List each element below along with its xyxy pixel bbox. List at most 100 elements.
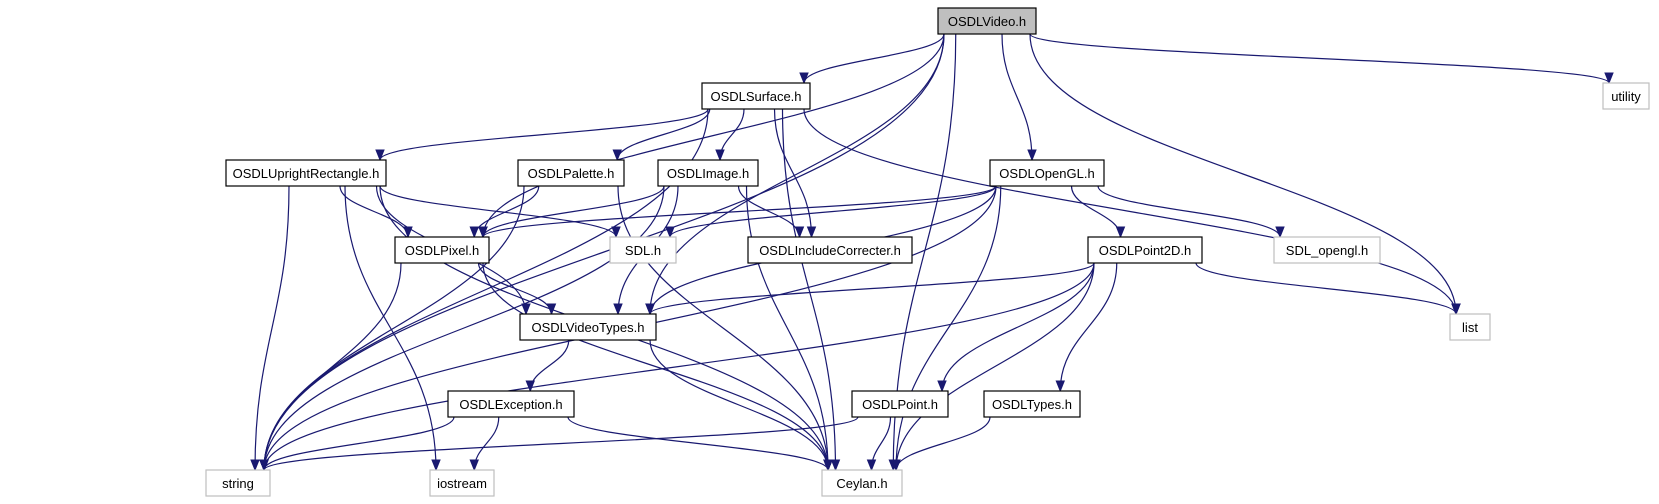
node-osdlvideo[interactable]: OSDLVideo.h	[937, 7, 1037, 35]
edge-osdlvideo-to-osdlsurface	[803, 33, 945, 84]
arrowhead-osdluprightrectangle-to-sdl	[611, 226, 621, 239]
node-osdlpixel[interactable]: OSDLPixel.h	[394, 236, 490, 264]
node-label: OSDLImage.h	[667, 166, 749, 181]
node-box	[447, 390, 575, 418]
node-label: Ceylan.h	[836, 476, 887, 491]
node-box	[701, 82, 811, 110]
node-osdlsurface[interactable]: OSDLSurface.h	[701, 82, 811, 110]
node-osdlopengl[interactable]: OSDLOpenGL.h	[989, 159, 1105, 187]
node-osdltypes[interactable]: OSDLTypes.h	[983, 390, 1081, 418]
edge-osdlsurface-to-list	[803, 108, 1457, 315]
edge-osdlvideo-to-list	[1029, 33, 1457, 315]
node-box	[821, 469, 903, 497]
node-label: SDL.h	[625, 243, 661, 258]
edge-osdlopengl-to-osdlpixel	[482, 185, 997, 238]
node-label: OSDLPixel.h	[405, 243, 479, 258]
edge-osdlpoint2d-to-string	[263, 262, 1095, 471]
node-box	[851, 390, 949, 418]
node-label: SDL_opengl.h	[1286, 243, 1368, 258]
edge-osdlvideo-to-string	[263, 33, 945, 471]
arrowhead-osdlsurface-to-ceylan	[830, 459, 841, 472]
node-box	[225, 159, 387, 187]
node-osdlvideotypes[interactable]: OSDLVideoTypes.h	[519, 313, 657, 341]
edge-osdlopengl-to-osdlpoint2d	[1070, 185, 1122, 238]
node-label: OSDLPoint2D.h	[1099, 243, 1192, 258]
node-ceylan: Ceylan.h	[821, 469, 903, 497]
arrowhead-osdlpoint-to-ceylan	[866, 459, 877, 472]
arrowhead-osdlsurface-to-osdlimage	[715, 149, 725, 162]
arrowhead-osdlvideo-to-osdlopengl	[1027, 149, 1037, 162]
edge-osdluprightrectangle-to-sdl	[379, 185, 617, 238]
edge-osdlvideo-to-osdlpixel	[482, 33, 945, 238]
arrowhead-osdlpoint2d-to-list	[1451, 303, 1461, 316]
arrowhead-osdluprightrectangle-to-iostream	[431, 459, 441, 472]
node-label: utility	[1611, 89, 1641, 104]
arrowhead-osdluprightrectangle-to-string	[250, 459, 260, 472]
node-osdlpalette[interactable]: OSDLPalette.h	[517, 159, 625, 187]
node-osdluprightrectangle[interactable]: OSDLUprightRectangle.h	[225, 159, 387, 187]
edge-osdlsurface-to-osdlincludecorrecter	[773, 108, 813, 238]
node-iostream: iostream	[429, 469, 495, 497]
node-label: list	[1462, 320, 1478, 335]
arrowhead-osdlexception-to-ceylan	[823, 459, 833, 472]
node-label: OSDLVideoTypes.h	[532, 320, 645, 335]
node-box	[747, 236, 913, 264]
node-box	[205, 469, 271, 497]
node-label: OSDLSurface.h	[710, 89, 801, 104]
node-box	[517, 159, 625, 187]
node-label: string	[222, 476, 254, 491]
edges-layer	[250, 33, 1614, 472]
edge-osdlopengl-to-sdl-opengl	[1097, 185, 1281, 238]
arrowhead-osdluprightrectangle-to-osdlvideotypes	[521, 303, 531, 316]
node-osdlpoint2d[interactable]: OSDLPoint2D.h	[1087, 236, 1203, 264]
arrowhead-osdlpoint2d-to-osdlvideotypes	[645, 303, 655, 316]
arrowhead-osdlsurface-to-osdlpalette	[612, 149, 622, 162]
arrowhead-osdlimage-to-osdlincludecorrecter	[794, 226, 805, 239]
edge-osdlopengl-to-ceylan	[895, 185, 1002, 471]
edge-osdlimage-to-ceylan	[745, 185, 829, 471]
arrowhead-osdlimage-to-osdlvideotypes	[613, 303, 623, 316]
edge-osdlpoint2d-to-ceylan	[895, 262, 1095, 471]
edge-osdlpoint2d-to-osdltypes	[1059, 262, 1118, 392]
arrowhead-osdlvideo-to-utility	[1604, 72, 1614, 85]
node-box	[1602, 82, 1650, 110]
edge-osdlopengl-to-sdl	[669, 185, 997, 238]
edge-osdlvideo-to-osdlvideotypes	[649, 33, 945, 315]
arrowhead-osdlvideotypes-to-osdlexception	[525, 380, 535, 393]
node-osdlexception[interactable]: OSDLException.h	[447, 390, 575, 418]
arrowhead-osdlvideo-to-osdlsurface	[799, 72, 809, 85]
edge-osdlsurface-to-ceylan	[781, 108, 837, 471]
edge-osdlsurface-to-osdluprightrectangle	[379, 108, 709, 161]
edge-osdlsurface-to-osdlimage	[719, 108, 745, 161]
edge-osdlvideo-to-osdlopengl	[1001, 33, 1033, 161]
node-osdlpoint[interactable]: OSDLPoint.h	[851, 390, 949, 418]
node-utility: utility	[1602, 82, 1650, 110]
arrowhead-osdlpalette-to-osdlpixel	[469, 226, 479, 239]
edge-osdlpoint2d-to-list	[1195, 262, 1457, 315]
edge-osdlpixel-to-ceylan	[482, 262, 829, 471]
arrowhead-osdlpoint2d-to-osdlpoint	[937, 380, 947, 393]
node-osdlimage[interactable]: OSDLImage.h	[657, 159, 759, 187]
edge-osdlsurface-to-osdlpalette	[616, 108, 711, 161]
node-label: OSDLPoint.h	[862, 397, 938, 412]
arrowhead-osdlopengl-to-sdl	[665, 226, 675, 239]
arrowhead-osdlopengl-to-osdlpoint2d	[1115, 226, 1126, 239]
arrowhead-osdlpoint2d-to-osdltypes	[1055, 380, 1065, 393]
node-sdl: SDL.h	[609, 236, 677, 264]
edge-osdluprightrectangle-to-osdlpixel	[339, 185, 409, 238]
edge-osdlpixel-to-string	[263, 262, 402, 471]
node-osdlincludecorrecter[interactable]: OSDLIncludeCorrecter.h	[747, 236, 913, 264]
edge-osdltypes-to-ceylan	[895, 416, 991, 471]
edge-osdlpoint2d-to-osdlvideotypes	[649, 262, 1095, 315]
edge-osdluprightrectangle-to-string	[254, 185, 290, 471]
arrowhead-osdlpoint-to-string	[259, 459, 269, 472]
edge-osdlpalette-to-ceylan	[617, 185, 829, 471]
node-box	[657, 159, 759, 187]
node-label: OSDLPalette.h	[528, 166, 615, 181]
node-label: OSDLException.h	[459, 397, 562, 412]
node-box	[609, 236, 677, 264]
node-box	[1087, 236, 1203, 264]
arrowhead-osdltypes-to-ceylan	[891, 459, 901, 472]
node-label: OSDLIncludeCorrecter.h	[759, 243, 901, 258]
